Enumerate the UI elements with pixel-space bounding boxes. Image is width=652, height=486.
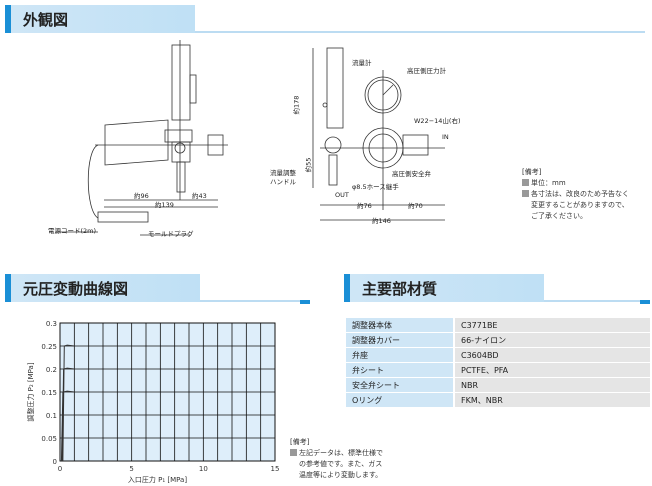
- out-label: OUT: [335, 191, 349, 199]
- plug-label: モールドプラグ: [148, 230, 194, 238]
- part-name: Oリング: [346, 392, 455, 408]
- dim-55: 約55: [304, 157, 313, 173]
- dim-139: 約139: [155, 201, 174, 209]
- y-tick-label: 0.15: [41, 389, 57, 397]
- x-tick-label: 10: [199, 465, 208, 473]
- curve-0.15: [60, 390, 75, 462]
- note-units: [備考] 単位：mm 各寸法は、改良のため予告なく 変更することがありますので、…: [522, 167, 629, 222]
- section-header-exterior: 外観図: [5, 5, 195, 33]
- front-view-drawing: [312, 47, 445, 221]
- x-tick-label: 5: [129, 465, 133, 473]
- part-name: 調整器本体: [346, 318, 455, 333]
- note-line: 変更することがありますので、: [531, 201, 629, 209]
- section-title: 元圧変動曲線図: [23, 280, 129, 298]
- x-axis-label: 入口圧力 P₁ [MPa]: [128, 475, 187, 484]
- curve-0.2: [61, 367, 75, 462]
- material-value: PCTFE、PFA: [454, 362, 650, 378]
- divider: [544, 300, 644, 302]
- y-tick-label: 0: [53, 458, 57, 466]
- note-line: 各寸法は、改良のため予告なく: [522, 189, 629, 200]
- curve-0.25: [62, 344, 75, 462]
- material-value: 66-ナイロン: [454, 332, 650, 348]
- y-tick-label: 0.3: [46, 320, 57, 328]
- divider: [200, 300, 300, 302]
- note-chart: [備考] 左記データは、標準仕様で の参考値です。また、ガス 温度等により変動し…: [290, 437, 383, 481]
- y-tick-label: 0.2: [46, 366, 57, 374]
- thread-label: W22−14山(右): [414, 117, 461, 125]
- accent-square: [640, 300, 650, 304]
- safety-valve-label: 高圧側安全弁: [392, 170, 431, 178]
- note-line: 単位：mm: [522, 178, 629, 189]
- x-tick-label: 0: [58, 465, 62, 473]
- y-axis-label: 調整圧力 P₂ [MPa]: [26, 362, 35, 421]
- material-value: NBR: [454, 377, 650, 393]
- side-view-drawing: [55, 40, 228, 236]
- part-name: 弁座: [346, 347, 455, 363]
- section-header-curve: 元圧変動曲線図: [5, 274, 200, 302]
- dim-146: 約146: [372, 217, 391, 225]
- section-title: 外観図: [23, 11, 69, 29]
- note-line: ご了承ください。: [531, 212, 587, 220]
- material-value: C3771BE: [454, 318, 650, 333]
- y-tick-label: 0.05: [41, 435, 57, 443]
- in-label: IN: [442, 133, 449, 141]
- note-title: [備考]: [290, 438, 310, 446]
- note-line: 左記データは、標準仕様で: [290, 448, 383, 459]
- cord-label: 電源コード(2m): [48, 227, 97, 235]
- handle-label-1: 流量調整: [270, 169, 296, 177]
- accent-square: [300, 300, 310, 304]
- dim-178: 約178: [292, 95, 301, 115]
- note-line: の参考値です。また、ガス: [299, 460, 383, 468]
- note-line: 温度等により変動します。: [299, 471, 383, 479]
- note-title: [備考]: [522, 168, 542, 176]
- y-tick-label: 0.1: [46, 412, 57, 420]
- dim-96: 約96: [134, 192, 149, 200]
- part-name: 調整器カバー: [346, 332, 455, 348]
- dim-76: 約76: [357, 202, 372, 210]
- hose-label: φ8.5ホース継手: [352, 183, 399, 191]
- x-tick-label: 15: [271, 465, 280, 473]
- dim-43: 約43: [192, 192, 207, 200]
- pressure-curve-chart: 0 5 10 15 0 0.05 0.1 0.15 0.2 0.25 0.3 入口圧力 P₁ [MPa…: [26, 320, 280, 484]
- handle-label-2: ハンドル: [270, 178, 296, 186]
- material-value: C3604BD: [454, 347, 650, 363]
- section-title: 主要部材質: [362, 280, 438, 298]
- flowmeter-label: 流量計: [352, 59, 372, 67]
- part-name: 安全弁シート: [346, 377, 455, 393]
- y-tick-label: 0.25: [41, 343, 57, 351]
- material-value: FKM、NBR: [454, 392, 650, 408]
- part-name: 弁シート: [346, 362, 455, 378]
- dim-70: 約70: [408, 202, 423, 210]
- divider: [195, 31, 645, 33]
- hp-gauge-label: 高圧側圧力計: [407, 67, 446, 75]
- section-header-materials: 主要部材質: [344, 274, 544, 302]
